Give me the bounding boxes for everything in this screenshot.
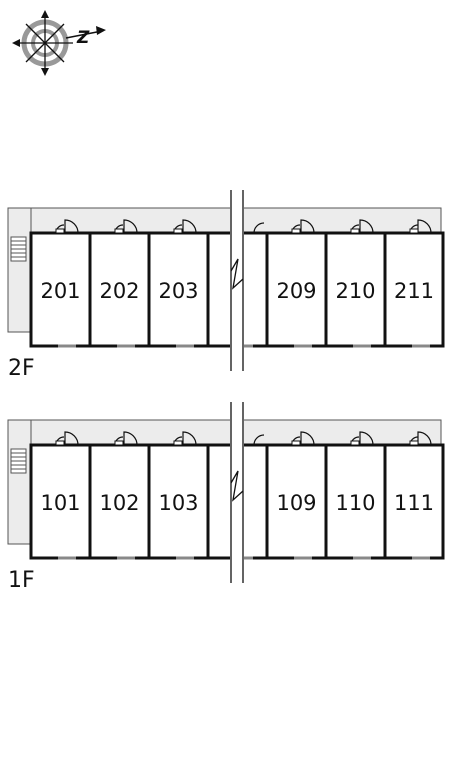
door-swing-icon: [417, 431, 432, 446]
staircase-icon: [10, 448, 27, 474]
room-number: 111: [394, 491, 434, 515]
staircase-icon: [10, 236, 27, 262]
floor-label: 1F: [8, 568, 35, 593]
door-swing-icon: [359, 431, 374, 446]
door-swing-icon: [300, 431, 315, 446]
door-swing-icon: [64, 219, 79, 234]
room-box: [383, 231, 445, 348]
room-number: 210: [335, 279, 375, 303]
corridor: [7, 207, 442, 234]
door-swing-icon: [253, 222, 265, 234]
meter-box: [350, 228, 360, 234]
meter-box: [409, 228, 419, 234]
floor-1F: 101 102 103 109 110 111 1F: [7, 400, 445, 593]
room-number: 202: [99, 279, 139, 303]
room-box: [88, 231, 151, 348]
room-number: 209: [276, 279, 316, 303]
door-swing-icon: [182, 219, 197, 234]
break-zigzag: [230, 258, 244, 290]
meter-box: [114, 228, 124, 234]
floors-container: 201 202 203 209 210 211 2F 101 102 103 109 110 111 1F: [7, 188, 445, 593]
meter-box: [409, 440, 419, 446]
room-number: 211: [394, 279, 434, 303]
room-box: [147, 231, 210, 348]
room-box: [29, 231, 92, 348]
side-walkway: [7, 419, 32, 545]
room-box: [383, 443, 445, 560]
meter-box: [114, 440, 124, 446]
meter-box: [291, 440, 301, 446]
room-box: [29, 443, 92, 560]
door-swing-icon: [253, 434, 265, 446]
room-number: 203: [158, 279, 198, 303]
compass-north-letter: Z: [76, 28, 90, 48]
break-zigzag: [230, 470, 244, 502]
door-swing-icon: [182, 431, 197, 446]
door-swing-icon: [359, 219, 374, 234]
corridor: [7, 419, 442, 446]
compass-rose-icon: [12, 10, 106, 76]
room-number: 103: [158, 491, 198, 515]
door-swing-icon: [123, 219, 138, 234]
meter-box: [350, 440, 360, 446]
door-swing-icon: [123, 431, 138, 446]
meter-box: [291, 228, 301, 234]
door-swing-icon: [300, 219, 315, 234]
door-swing-icon: [64, 431, 79, 446]
break-gap: [230, 188, 244, 376]
break-gap: [230, 400, 244, 588]
floor-2F: 201 202 203 209 210 211 2F: [7, 188, 445, 381]
room-number: 109: [276, 491, 316, 515]
meter-box: [173, 228, 183, 234]
room-number: 110: [335, 491, 375, 515]
side-walkway: [7, 207, 32, 333]
room-box: [324, 443, 387, 560]
meter-box: [55, 440, 65, 446]
floor-label: 2F: [8, 356, 35, 381]
room-number: 102: [99, 491, 139, 515]
room-number: 101: [40, 491, 80, 515]
room-number: 201: [40, 279, 80, 303]
door-swing-icon: [417, 219, 432, 234]
meter-box: [55, 228, 65, 234]
meter-box: [173, 440, 183, 446]
